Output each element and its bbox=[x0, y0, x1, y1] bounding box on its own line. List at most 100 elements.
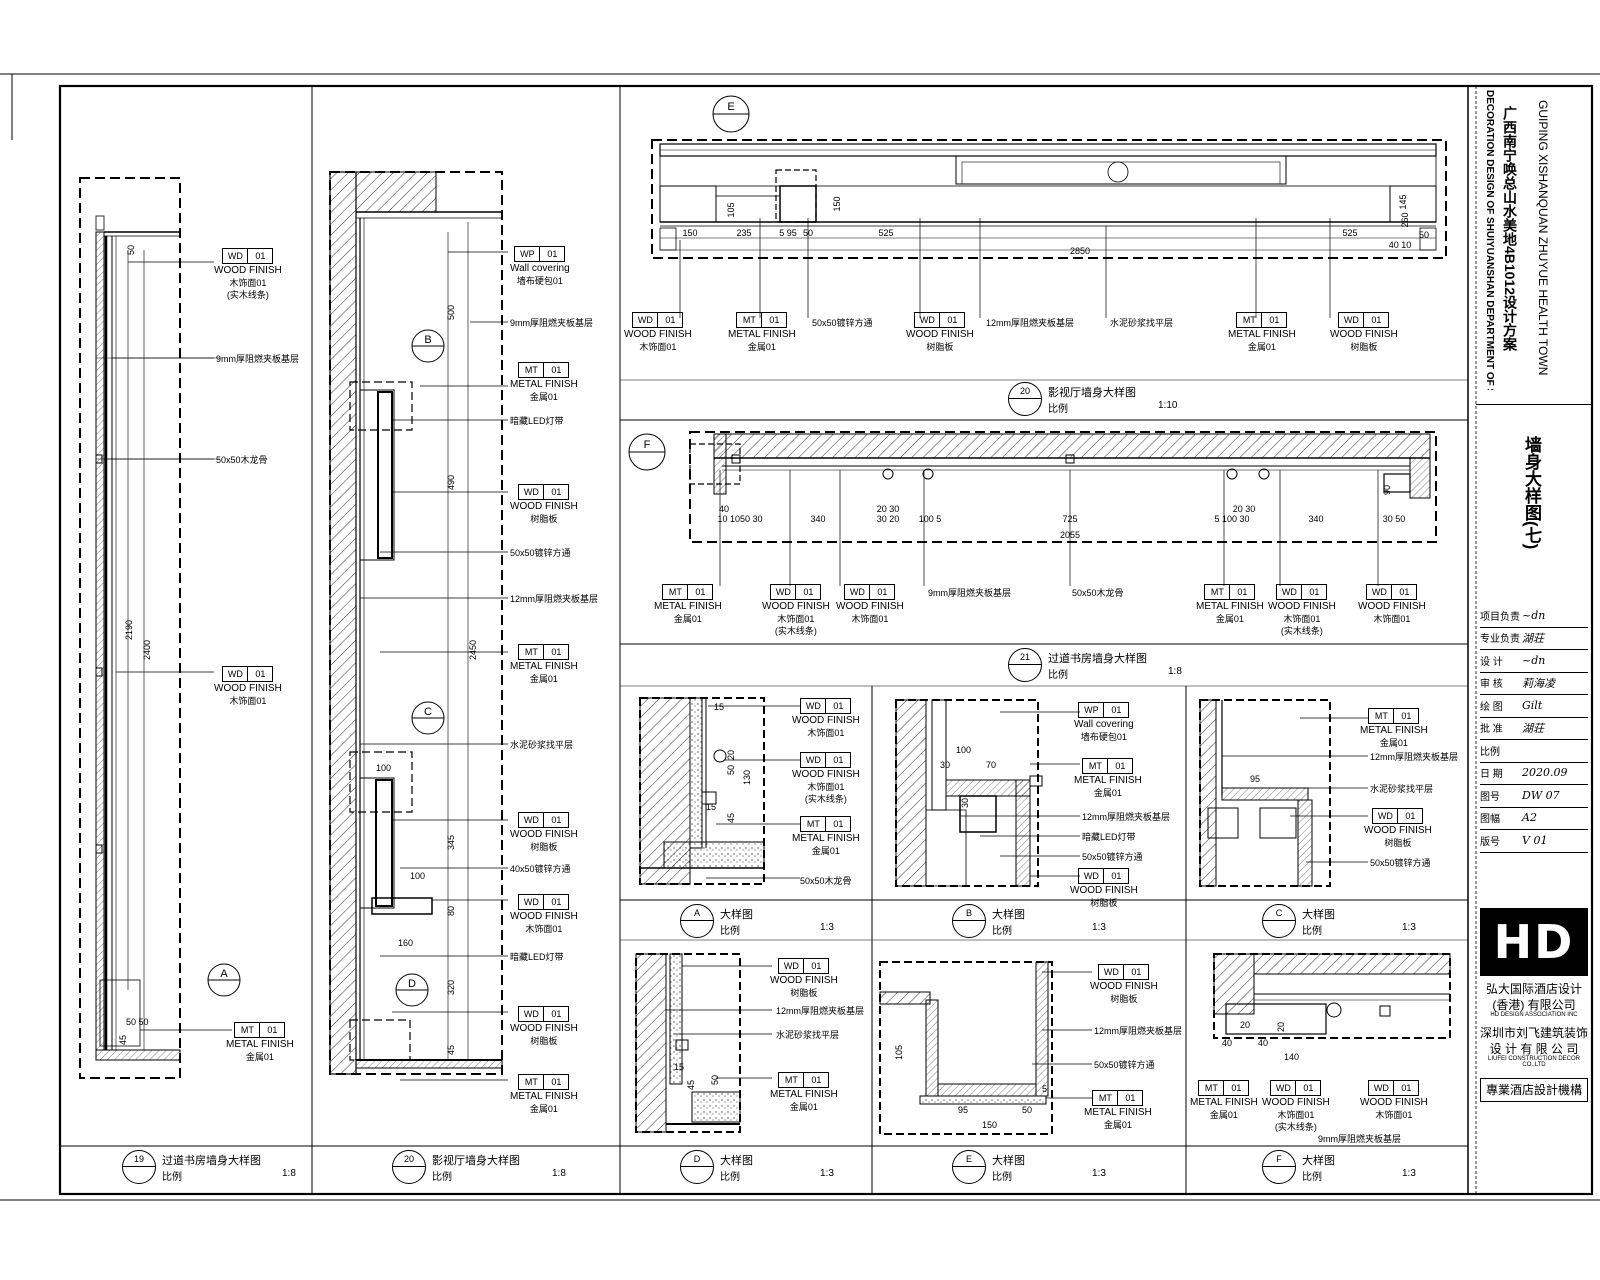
tag-desc: 木饰面01 bbox=[1375, 1110, 1413, 1120]
signoff-label: 日 期 bbox=[1480, 769, 1503, 781]
signoff-value: A2 bbox=[1522, 811, 1537, 825]
signoff-value: 2020.09 bbox=[1522, 766, 1568, 780]
company-name-4-en: LIUFEI CONSTRUCTION DECOR CO.,LTD bbox=[1487, 1056, 1580, 1068]
note-steel: 50x50镀锌方通 bbox=[1094, 1060, 1155, 1070]
tag-num: 01 bbox=[1397, 809, 1422, 823]
tag-desc: 金属01 bbox=[529, 674, 558, 684]
detail-20-plan-drawing bbox=[651, 139, 1447, 259]
detail-title: 大样图 bbox=[720, 1154, 753, 1167]
tag-code: MT bbox=[806, 819, 820, 829]
signoff-label: 项目负责 bbox=[1480, 611, 1520, 623]
dim-label: 50 bbox=[726, 765, 736, 775]
tag-material: METAL FINISH bbox=[770, 1089, 838, 1100]
tag-code: WP bbox=[1084, 705, 1099, 715]
dim-label: 525 bbox=[878, 228, 893, 238]
tag-num: 01 bbox=[687, 585, 712, 599]
tag-code: WD bbox=[1373, 1083, 1389, 1093]
scale-value: 1:3 bbox=[820, 921, 834, 933]
tag-desc: 木饰面01 bbox=[1277, 1110, 1315, 1120]
tag-desc: 树脂板 bbox=[530, 514, 558, 524]
tag-num: 01 bbox=[1107, 759, 1132, 773]
scale-value: 1:8 bbox=[282, 1167, 296, 1179]
detail-number: B bbox=[965, 908, 972, 918]
signoff-value: ~dn bbox=[1522, 653, 1546, 667]
signoff-row: 日 期 2020.09 bbox=[1480, 762, 1588, 785]
dim-label: 160 bbox=[398, 938, 413, 948]
tag-desc: 金属01 bbox=[529, 1104, 558, 1114]
signoff-value: Gilt bbox=[1522, 698, 1543, 712]
dim-label: 2850 bbox=[1070, 246, 1090, 256]
detail-number-bubble: F bbox=[1262, 1150, 1296, 1184]
scale-label: 比例 bbox=[1302, 925, 1322, 937]
note-mortar: 水泥砂浆找平层 bbox=[776, 1030, 840, 1040]
tag-code: MT bbox=[1242, 315, 1256, 325]
tag-desc: 树脂板 bbox=[926, 342, 954, 352]
signoff-value: ~dn bbox=[1522, 608, 1546, 622]
company-name-1: 弘大国际酒店设计 bbox=[1485, 982, 1582, 996]
detail-number: D bbox=[693, 1154, 701, 1164]
tag-num: 01 bbox=[543, 813, 568, 827]
tag-material: METAL FINISH bbox=[510, 661, 578, 672]
tag-desc: 金属01 bbox=[747, 342, 776, 352]
note-mortar: 水泥砂浆找平层 bbox=[1110, 318, 1174, 328]
tag-num: 01 bbox=[539, 247, 564, 261]
tag-num: 01 bbox=[247, 667, 272, 681]
dim-label: 15 bbox=[706, 802, 716, 812]
tag-code: WD bbox=[919, 315, 935, 325]
tag-desc: 树脂板 bbox=[530, 1036, 558, 1046]
tag-material: Wall covering bbox=[510, 263, 570, 274]
tag-code: MT bbox=[1098, 1093, 1112, 1103]
dim-label: 45 bbox=[726, 813, 736, 823]
tag-code: MT bbox=[524, 647, 538, 657]
tag-material: WOOD FINISH bbox=[792, 715, 860, 726]
dim-label: 50 bbox=[1022, 1105, 1032, 1115]
detail-20-vertical-dims: 500 490 2450 345 320 45 100 100 160 80 bbox=[376, 305, 478, 1055]
dim-label: 50 bbox=[126, 245, 136, 255]
tag-num: 01 bbox=[825, 753, 850, 767]
tag-desc: 金属01 bbox=[1209, 1110, 1238, 1120]
tag-note: (实木线条) bbox=[774, 626, 817, 636]
tag-desc: 树脂板 bbox=[1350, 342, 1378, 352]
dim-label: 20 bbox=[726, 750, 736, 760]
tag-desc: 金属01 bbox=[1215, 614, 1244, 624]
note-board12: 12mm厚阻燃夹板基层 bbox=[1370, 752, 1459, 762]
detail-20-plan-dims: 150 235 5 95 50 525 2850 525 260 105 145… bbox=[682, 194, 1429, 256]
signoff-label: 图幅 bbox=[1480, 814, 1500, 826]
tag-num: 01 bbox=[1393, 709, 1418, 723]
note-led: 暗藏LED灯带 bbox=[510, 416, 564, 426]
detail-title: 影视厅墙身大样图 bbox=[1048, 386, 1136, 399]
tag-code: MT bbox=[1088, 761, 1102, 771]
tag-desc: 木饰面01 bbox=[807, 728, 845, 738]
callout-d: D bbox=[408, 978, 416, 990]
tag-material: WOOD FINISH bbox=[1364, 825, 1432, 836]
note-board12: 12mm厚阻燃夹板基层 bbox=[986, 318, 1075, 328]
note-board12: 12mm厚阻燃夹板基层 bbox=[1094, 1026, 1183, 1036]
tag-code: WD bbox=[775, 587, 791, 597]
tag-material: METAL FINISH bbox=[1190, 1097, 1258, 1108]
tag-num: 01 bbox=[869, 585, 894, 599]
detail-f-drawing bbox=[1213, 953, 1451, 1039]
tag-desc: 金属01 bbox=[811, 846, 840, 856]
scale-label: 比例 bbox=[1048, 669, 1068, 681]
tag-num: 01 bbox=[939, 313, 964, 327]
callout-a: A bbox=[220, 968, 228, 980]
dim-label: 30 20 bbox=[877, 514, 900, 524]
tag-code: WD bbox=[1281, 587, 1297, 597]
company-name-4: 设 计 有 限 公 司 bbox=[1489, 1042, 1579, 1056]
dim-label: 20 bbox=[1240, 1020, 1250, 1030]
dim-label: 80 bbox=[446, 906, 456, 916]
dim-label: 345 bbox=[446, 835, 456, 850]
tag-code: WD bbox=[1103, 967, 1119, 977]
signoff-label: 审 核 bbox=[1480, 679, 1503, 691]
note-board12: 12mm厚阻燃夹板基层 bbox=[776, 1006, 865, 1016]
